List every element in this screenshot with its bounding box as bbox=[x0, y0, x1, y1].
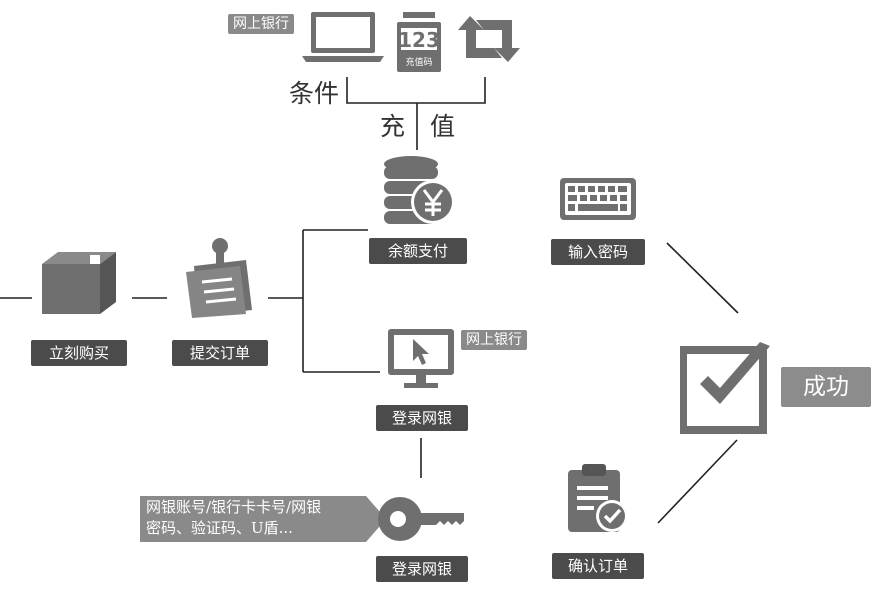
confirm-clipboard-icon bbox=[568, 464, 628, 532]
transfer-icon bbox=[458, 16, 520, 62]
order-clipboard-icon bbox=[186, 238, 252, 318]
monitor-icon bbox=[388, 329, 454, 388]
step-submit-order[interactable]: 提交订单 bbox=[172, 340, 268, 366]
step-buy-now[interactable]: 立刻购买 bbox=[31, 340, 127, 366]
coins-icon bbox=[384, 156, 455, 224]
callout-line-1: 网银账号/银行卡卡号/网银 bbox=[146, 498, 322, 516]
recharge-card-digits: 123 bbox=[398, 28, 440, 52]
recharge-card-caption: 充值码 bbox=[405, 56, 432, 68]
recharge-label-right: 值 bbox=[430, 112, 456, 141]
success-check-icon bbox=[680, 342, 770, 434]
step-confirm-order[interactable]: 确认订单 bbox=[552, 553, 644, 579]
condition-label: 条件 bbox=[289, 79, 340, 108]
callout-line-2: 密码、验证码、U盾... bbox=[146, 519, 293, 537]
step-login-online-bank-1[interactable]: 登录网银 bbox=[376, 405, 468, 431]
online-bank-tag-mid: 网上银行 bbox=[461, 330, 527, 350]
step-balance-pay[interactable]: 余额支付 bbox=[369, 238, 467, 264]
package-icon bbox=[42, 252, 116, 314]
recharge-card-icon: 123 充值码 bbox=[397, 12, 441, 72]
key-icon bbox=[378, 497, 464, 541]
credentials-callout: 网银账号/银行卡卡号/网银 密码、验证码、U盾... bbox=[140, 494, 388, 544]
recharge-label-left: 充 bbox=[380, 112, 406, 141]
online-bank-tag-top: 网上银行 bbox=[228, 14, 294, 34]
keyboard-icon bbox=[560, 178, 636, 220]
success-label: 成功 bbox=[781, 367, 871, 407]
laptop-icon bbox=[302, 12, 384, 62]
step-login-online-bank-2[interactable]: 登录网银 bbox=[376, 556, 468, 582]
step-enter-password[interactable]: 输入密码 bbox=[551, 239, 645, 265]
callout-bubble bbox=[140, 496, 386, 542]
